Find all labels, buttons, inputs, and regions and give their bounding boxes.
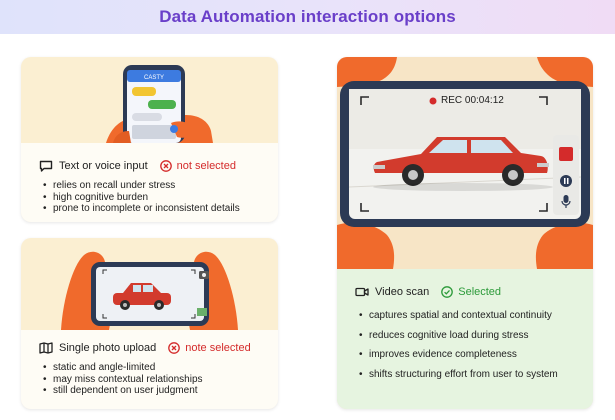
list-item: still dependent on user judgment <box>39 385 203 397</box>
x-circle-icon <box>159 160 172 172</box>
text-voice-illustration: CASTY <box>21 57 278 143</box>
not-selected-status: note selected <box>168 342 251 354</box>
list-item: may miss contextual relationships <box>39 374 203 386</box>
chat-app-title: CASTY <box>144 75 164 81</box>
photo-header: Single photo upload note selected <box>39 342 251 354</box>
photo-details: Single photo upload note selected static… <box>21 330 278 409</box>
check-circle-icon <box>441 286 454 298</box>
list-item: shifts structuring effort from user to s… <box>355 369 579 381</box>
photo-status: note selected <box>185 342 251 354</box>
photo-label: Single photo upload <box>59 342 157 354</box>
video-camera-icon <box>355 286 369 298</box>
text-voice-header: Text or voice input not selected <box>39 160 236 172</box>
text-voice-points: relies on recall under stress high cogni… <box>39 180 240 215</box>
list-item: high cognitive burden <box>39 192 240 204</box>
photo-illustration <box>21 238 278 330</box>
list-item: captures spatial and contextual continui… <box>355 310 579 322</box>
chat-bubble-icon <box>39 160 53 172</box>
list-item: relies on recall under stress <box>39 180 240 192</box>
map-icon <box>39 342 53 354</box>
text-voice-card[interactable]: CASTY Text or voice input <box>21 57 278 222</box>
video-points: captures spatial and contextual continui… <box>355 310 579 388</box>
video-status: Selected <box>458 286 502 298</box>
photo-points: static and angle-limited may miss contex… <box>39 362 203 397</box>
rec-timer: REC 00:04:12 <box>441 95 504 106</box>
x-circle-icon <box>168 342 181 354</box>
text-voice-details: Text or voice input not selected relies … <box>21 143 278 222</box>
page-title: Data Automation interaction options <box>159 7 456 26</box>
video-header: Video scan Selected <box>355 286 501 298</box>
text-voice-status: not selected <box>176 160 236 172</box>
list-item: improves evidence completeness <box>355 349 579 361</box>
selected-status: Selected <box>441 286 501 298</box>
video-details: Video scan Selected captures spatial and… <box>337 269 593 409</box>
not-selected-status: not selected <box>159 160 236 172</box>
list-item: static and angle-limited <box>39 362 203 374</box>
list-item: prone to incomplete or inconsistent deta… <box>39 203 240 215</box>
video-scan-card[interactable]: REC 00:04:12 Video scan Selected <box>337 57 593 409</box>
header-bar: Data Automation interaction options <box>0 0 615 34</box>
photo-upload-card[interactable]: Single photo upload note selected static… <box>21 238 278 409</box>
video-label: Video scan <box>375 286 430 298</box>
video-illustration: REC 00:04:12 <box>337 57 593 269</box>
list-item: reduces cognitive load during stress <box>355 330 579 342</box>
text-voice-label: Text or voice input <box>59 160 148 172</box>
